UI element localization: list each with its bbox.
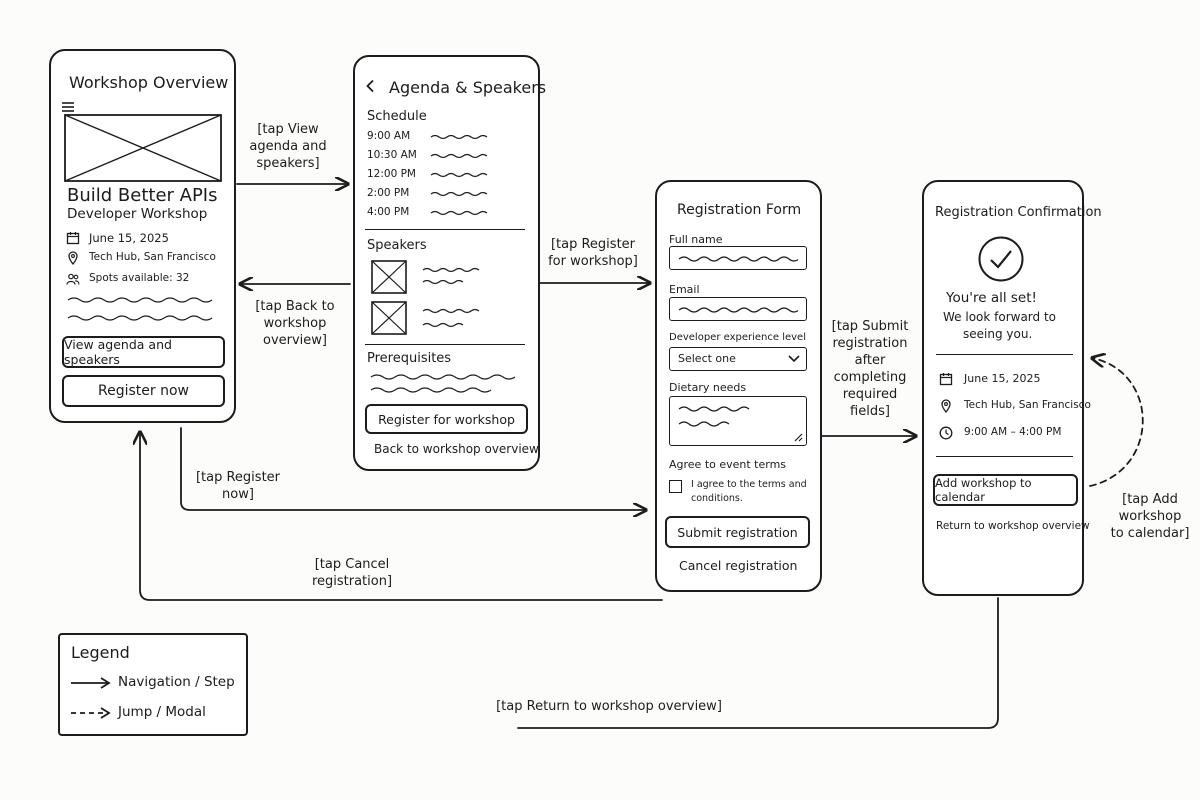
schedule-time: 12:00 PM <box>367 168 416 180</box>
divider <box>365 229 525 230</box>
full-name-input[interactable] <box>669 246 807 270</box>
screen-workshop-overview: Workshop Overview Build Better APIs Deve… <box>49 49 236 423</box>
prerequisites-placeholder <box>370 374 515 393</box>
terms-label: Agree to event terms <box>669 458 787 471</box>
checkmark-circle-icon <box>978 236 1024 282</box>
terms-checkbox-label-2: conditions. <box>691 493 743 504</box>
divider <box>936 456 1073 457</box>
select-value: Select one <box>678 352 736 365</box>
spots-available: Spots available: 32 <box>89 272 190 284</box>
workshop-heading: Build Better APIs <box>67 185 218 206</box>
arrow-cancel-registration <box>140 432 663 601</box>
screen-title: Agenda & Speakers <box>389 78 547 97</box>
screen-title: Registration Form <box>677 202 802 218</box>
confirmation-time: 9:00 AM – 4:00 PM <box>964 426 1062 438</box>
register-workshop-button[interactable]: Register for workshop <box>365 404 528 434</box>
back-chevron-icon[interactable] <box>364 79 378 93</box>
confirmation-location: Tech Hub, San Francisco <box>964 399 1091 411</box>
legend-solid-label: Navigation / Step <box>118 674 235 690</box>
screen-title: Registration Confirmation <box>935 205 1102 220</box>
speaker-avatar-icon <box>371 260 407 294</box>
divider <box>365 344 525 345</box>
dietary-label: Dietary needs <box>669 381 747 394</box>
speaker-avatar-icon <box>371 301 407 335</box>
checkbox-icon[interactable] <box>669 480 682 493</box>
email-input[interactable] <box>669 297 807 321</box>
text-placeholder <box>67 297 213 321</box>
view-agenda-button[interactable]: View agenda and speakers <box>62 336 225 368</box>
location-pin-icon <box>68 251 78 265</box>
schedule-time: 2:00 PM <box>367 187 410 199</box>
add-to-calendar-button[interactable]: Add workshop to calendar <box>933 474 1078 506</box>
terms-checkbox-label: I agree to the terms and <box>691 479 807 490</box>
screen-agenda-speakers: Agenda & Speakers Schedule 9:00 AM 10:30… <box>353 55 546 471</box>
full-name-label: Full name <box>669 233 723 246</box>
speaker-placeholder <box>422 267 480 328</box>
schedule-placeholder <box>430 134 488 216</box>
back-to-overview-link[interactable]: Back to workshop overview <box>374 442 539 456</box>
legend-dashed-arrow <box>71 707 111 719</box>
clock-icon <box>939 426 953 440</box>
legend-title: Legend <box>71 643 130 662</box>
arrow-return-overview <box>517 597 999 729</box>
workshop-subheading: Developer Workshop <box>67 206 208 222</box>
experience-select[interactable]: Select one <box>669 347 807 371</box>
event-location: Tech Hub, San Francisco <box>89 251 216 263</box>
schedule-time: 10:30 AM <box>367 149 417 161</box>
legend-solid-arrow <box>71 677 111 689</box>
schedule-label: Schedule <box>367 109 427 124</box>
arrow-register-now <box>180 427 646 510</box>
submit-registration-button[interactable]: Submit registration <box>665 516 810 548</box>
schedule-time: 9:00 AM <box>367 130 411 142</box>
dropdown-chevron-icon <box>788 355 800 363</box>
location-pin-icon <box>941 399 951 413</box>
resize-handle-icon[interactable] <box>793 432 803 442</box>
confirmation-message-1: We look forward to <box>943 310 1057 324</box>
confirmation-date: June 15, 2025 <box>964 372 1041 385</box>
dietary-textarea[interactable] <box>669 396 807 446</box>
legend: Legend Navigation / Step Jump / Modal <box>58 633 248 736</box>
email-label: Email <box>669 283 700 296</box>
divider <box>936 354 1073 355</box>
event-date: June 15, 2025 <box>89 231 169 245</box>
screen-title: Workshop Overview <box>69 73 229 92</box>
confirmation-message-2: seeing you. <box>963 327 1033 341</box>
confirmation-headline: You're all set! <box>946 290 1037 306</box>
schedule-time: 4:00 PM <box>367 206 410 218</box>
people-icon <box>66 273 80 285</box>
screen-registration-confirmation: Registration Confirmation You're all set… <box>922 180 1102 596</box>
speakers-label: Speakers <box>367 238 427 253</box>
calendar-icon <box>66 232 80 245</box>
return-to-overview-link[interactable]: Return to workshop overview <box>936 520 1090 532</box>
cancel-registration-link[interactable]: Cancel registration <box>679 558 798 573</box>
prerequisites-label: Prerequisites <box>367 351 452 366</box>
experience-label: Developer experience level <box>669 332 806 343</box>
register-now-button[interactable]: Register now <box>62 375 225 407</box>
menu-icon[interactable] <box>61 100 75 114</box>
image-placeholder-icon <box>64 114 222 182</box>
screen-registration-form: Registration Form Full name Email Develo… <box>655 180 822 592</box>
legend-dashed-label: Jump / Modal <box>118 704 206 720</box>
note-return-overview: [tap Return to workshop overview] <box>496 699 722 714</box>
arrow-add-calendar <box>1089 358 1144 487</box>
calendar-icon <box>939 373 953 386</box>
